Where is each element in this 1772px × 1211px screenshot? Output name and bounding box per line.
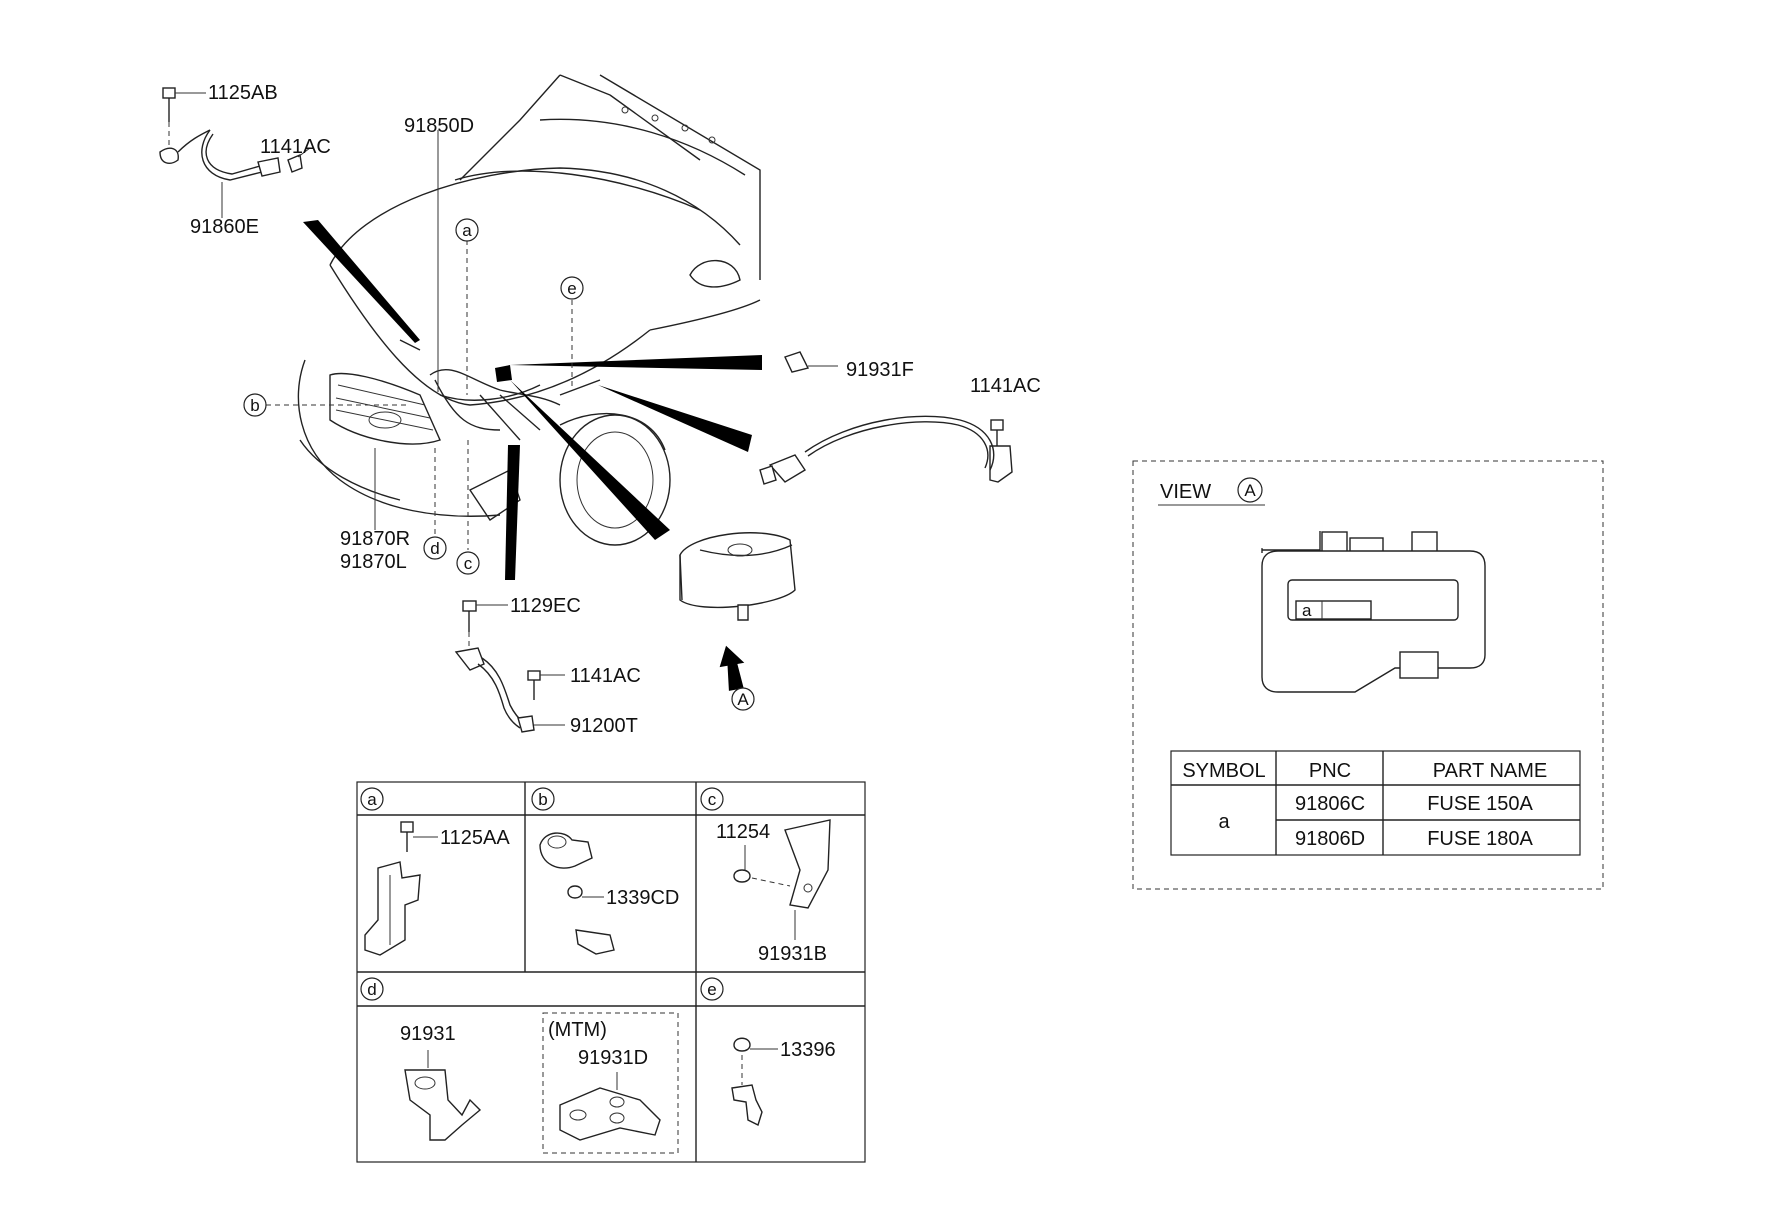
label-1125aa: 1125AA — [440, 827, 510, 849]
label-13396: 13396 — [780, 1039, 836, 1061]
label-91870l: 91870L — [340, 551, 407, 573]
vehicle-front-illustration — [297, 74, 761, 546]
label-91200t: 91200T — [570, 715, 638, 737]
detail-cell-a: a 1125AA — [360, 787, 510, 956]
svg-text:a: a — [367, 790, 377, 809]
table-row-2-pnc: 91806D — [1295, 828, 1365, 850]
table-header-symbol: SYMBOL — [1182, 760, 1265, 782]
label-1125ab: 1125AB — [208, 82, 278, 104]
detail-cell-b: b 1339CD — [531, 787, 679, 955]
svg-text:b: b — [538, 790, 547, 809]
label-91931b: 91931B — [758, 943, 827, 965]
cable-91860e — [159, 87, 311, 218]
view-title-letter: A — [1244, 481, 1256, 500]
svg-text:A: A — [737, 690, 749, 709]
detail-cell-c: c 11254 91931B — [700, 787, 831, 965]
table-row-1-pnc: 91806C — [1295, 793, 1365, 815]
label-mtm: (MTM) — [548, 1019, 607, 1041]
svg-text:e: e — [567, 279, 576, 298]
detail-grid — [356, 781, 866, 1163]
detail-cell-e: e 13396 — [700, 977, 836, 1126]
circle-d: d — [423, 536, 447, 560]
svg-text:c: c — [464, 554, 473, 573]
detail-cell-d: d 91931 (MTM) 91931D — [360, 977, 679, 1154]
circle-c: c — [456, 551, 480, 575]
circle-view-a: A — [731, 687, 755, 711]
label-91870r: 91870R — [340, 528, 410, 550]
label-1129ec: 1129EC — [510, 595, 581, 617]
svg-text:d: d — [430, 539, 439, 558]
svg-text:b: b — [250, 396, 259, 415]
svg-text:c: c — [708, 790, 717, 809]
circle-a: a — [455, 218, 479, 242]
fuse-box-illustration — [679, 532, 796, 691]
circle-e: e — [560, 276, 584, 300]
table-row-1-name: FUSE 150A — [1427, 793, 1533, 815]
svg-text:a: a — [462, 221, 472, 240]
table-header-pnc: PNC — [1309, 760, 1351, 782]
label-1141ac-right: 1141AC — [970, 375, 1041, 397]
label-1339cd: 1339CD — [606, 887, 679, 909]
table-header-part-name: PART NAME — [1433, 760, 1547, 782]
table-row-2-name: FUSE 180A — [1427, 828, 1533, 850]
svg-text:e: e — [707, 980, 716, 999]
fuse-slot-label: a — [1302, 601, 1312, 620]
label-91931: 91931 — [400, 1023, 456, 1045]
callout-wedges — [303, 220, 762, 580]
cable-91200t — [454, 600, 565, 733]
circle-b: b — [243, 393, 267, 417]
svg-text:d: d — [367, 980, 376, 999]
label-91931f: 91931F — [846, 359, 914, 381]
label-1141ac-top: 1141AC — [260, 136, 331, 158]
label-91931d: 91931D — [578, 1047, 648, 1069]
label-91850d: 91850D — [404, 115, 474, 137]
view-a-panel: VIEW A a SYMBOL PNC PART NAME a 91806C F… — [1132, 460, 1604, 890]
view-title: VIEW — [1160, 481, 1211, 503]
leader-lines — [266, 130, 573, 550]
label-91860e: 91860E — [190, 216, 259, 238]
label-11254: 11254 — [716, 821, 770, 843]
table-symbol: a — [1218, 811, 1230, 833]
cable-91931f — [759, 351, 1013, 485]
label-1141ac-low: 1141AC — [570, 665, 641, 687]
